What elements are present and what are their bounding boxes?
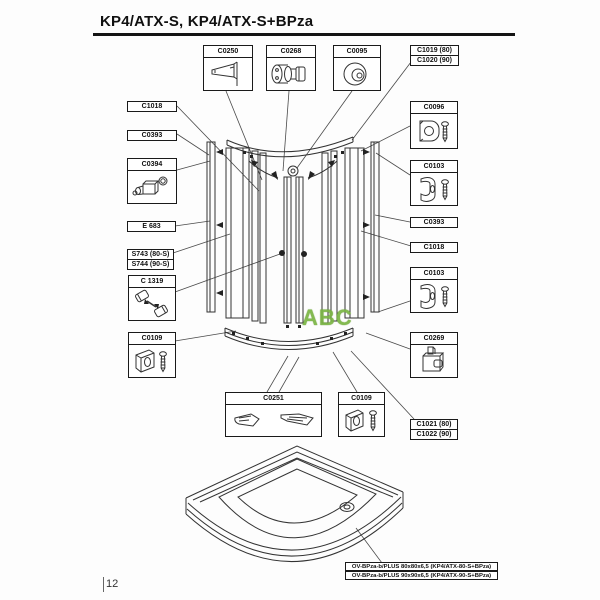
- seal-profiles-icon: [233, 412, 314, 427]
- part-box-c0103-lower: C0103: [410, 267, 458, 313]
- page-number-tick: [103, 577, 104, 592]
- adjuster-clamp-icon: [132, 176, 168, 196]
- tray-label-80: OV-BPza-b/PLUS 80x80x6,5 (KP4/ATX-80-S+B…: [345, 562, 498, 571]
- part-box-c0269: C0269: [410, 332, 458, 378]
- part-label-s743-s744: S743 (80-S) S744 (90-S): [127, 249, 174, 270]
- tray-label-90: OV-BPza-b/PLUS 90x90x6,5 (KP4/ATX-90-S+B…: [345, 571, 498, 580]
- glass-clamp-icon: [211, 61, 238, 86]
- part-label-c0393-left: C0393: [127, 130, 177, 141]
- part-box-c0096: C0096: [410, 101, 458, 149]
- part-label: C1020 (90): [416, 57, 453, 64]
- part-box-c0250: C0250: [203, 45, 253, 91]
- part-label: C0096: [411, 102, 457, 114]
- part-label: C0109: [129, 333, 175, 345]
- part-label-c1019-c1020: C1019 (80) C1020 (90): [410, 45, 459, 66]
- corner-bracket-screw-icon: [135, 349, 167, 373]
- page-title: KP4/ATX-S, KP4/ATX-S+BPza: [100, 13, 314, 30]
- part-label: C0394: [128, 159, 176, 171]
- part-label: S744 (90-S): [131, 261, 170, 268]
- abc-watermark: ABC: [302, 305, 353, 330]
- part-box-c0109-left: C0109: [128, 332, 176, 378]
- magnet-pair-icon: [135, 289, 168, 318]
- title-rule: [93, 33, 515, 36]
- part-label: C0250: [204, 46, 252, 58]
- part-label-c1018-right: C1018: [410, 242, 458, 253]
- part-label-c0393-right: C0393: [410, 217, 458, 228]
- part-label: C0268: [267, 46, 315, 58]
- part-box-c1319: C 1319: [128, 275, 176, 321]
- part-box-c0103-upper: C0103: [410, 160, 458, 206]
- hinge-bracket-screw-icon: [420, 177, 449, 202]
- part-label: C1021 (80): [411, 420, 457, 430]
- part-box-c0251: C0251: [225, 392, 322, 437]
- enclosure-frame: [206, 136, 380, 350]
- part-label: C1022 (90): [416, 431, 452, 438]
- page-number: 12: [106, 578, 119, 590]
- part-label: C0109: [339, 393, 384, 405]
- part-label: S743 (80-S): [128, 250, 173, 260]
- part-label-e683: E 683: [127, 221, 176, 232]
- part-label-c1018-left: C1018: [127, 101, 177, 112]
- guide-block-icon: [422, 346, 445, 372]
- shower-tray: [185, 445, 404, 563]
- part-label: C0251: [226, 393, 321, 405]
- part-label: C0103: [411, 268, 457, 280]
- wall-bracket-screw-icon: [419, 120, 449, 142]
- part-box-c0268: C0268: [266, 45, 316, 91]
- hinge-bracket-screw-icon: [420, 284, 449, 309]
- part-box-c0394: C0394: [127, 158, 177, 204]
- double-roller-icon: [271, 64, 306, 84]
- frame-fittings: [216, 149, 370, 345]
- corner-bracket-screw-icon: [345, 408, 377, 432]
- part-label: C0269: [411, 333, 457, 345]
- part-label: C0095: [334, 46, 380, 58]
- roller-wheel-icon: [343, 62, 367, 86]
- part-label: C0103: [411, 161, 457, 173]
- part-box-c0095: C0095: [333, 45, 381, 91]
- part-box-c0109-bottom: C0109: [338, 392, 385, 437]
- part-label: C1019 (80): [411, 46, 458, 56]
- part-label: C 1319: [129, 276, 175, 288]
- leader-lines: [172, 61, 415, 564]
- part-label-c1021-c1022: C1021 (80) C1022 (90): [410, 419, 458, 440]
